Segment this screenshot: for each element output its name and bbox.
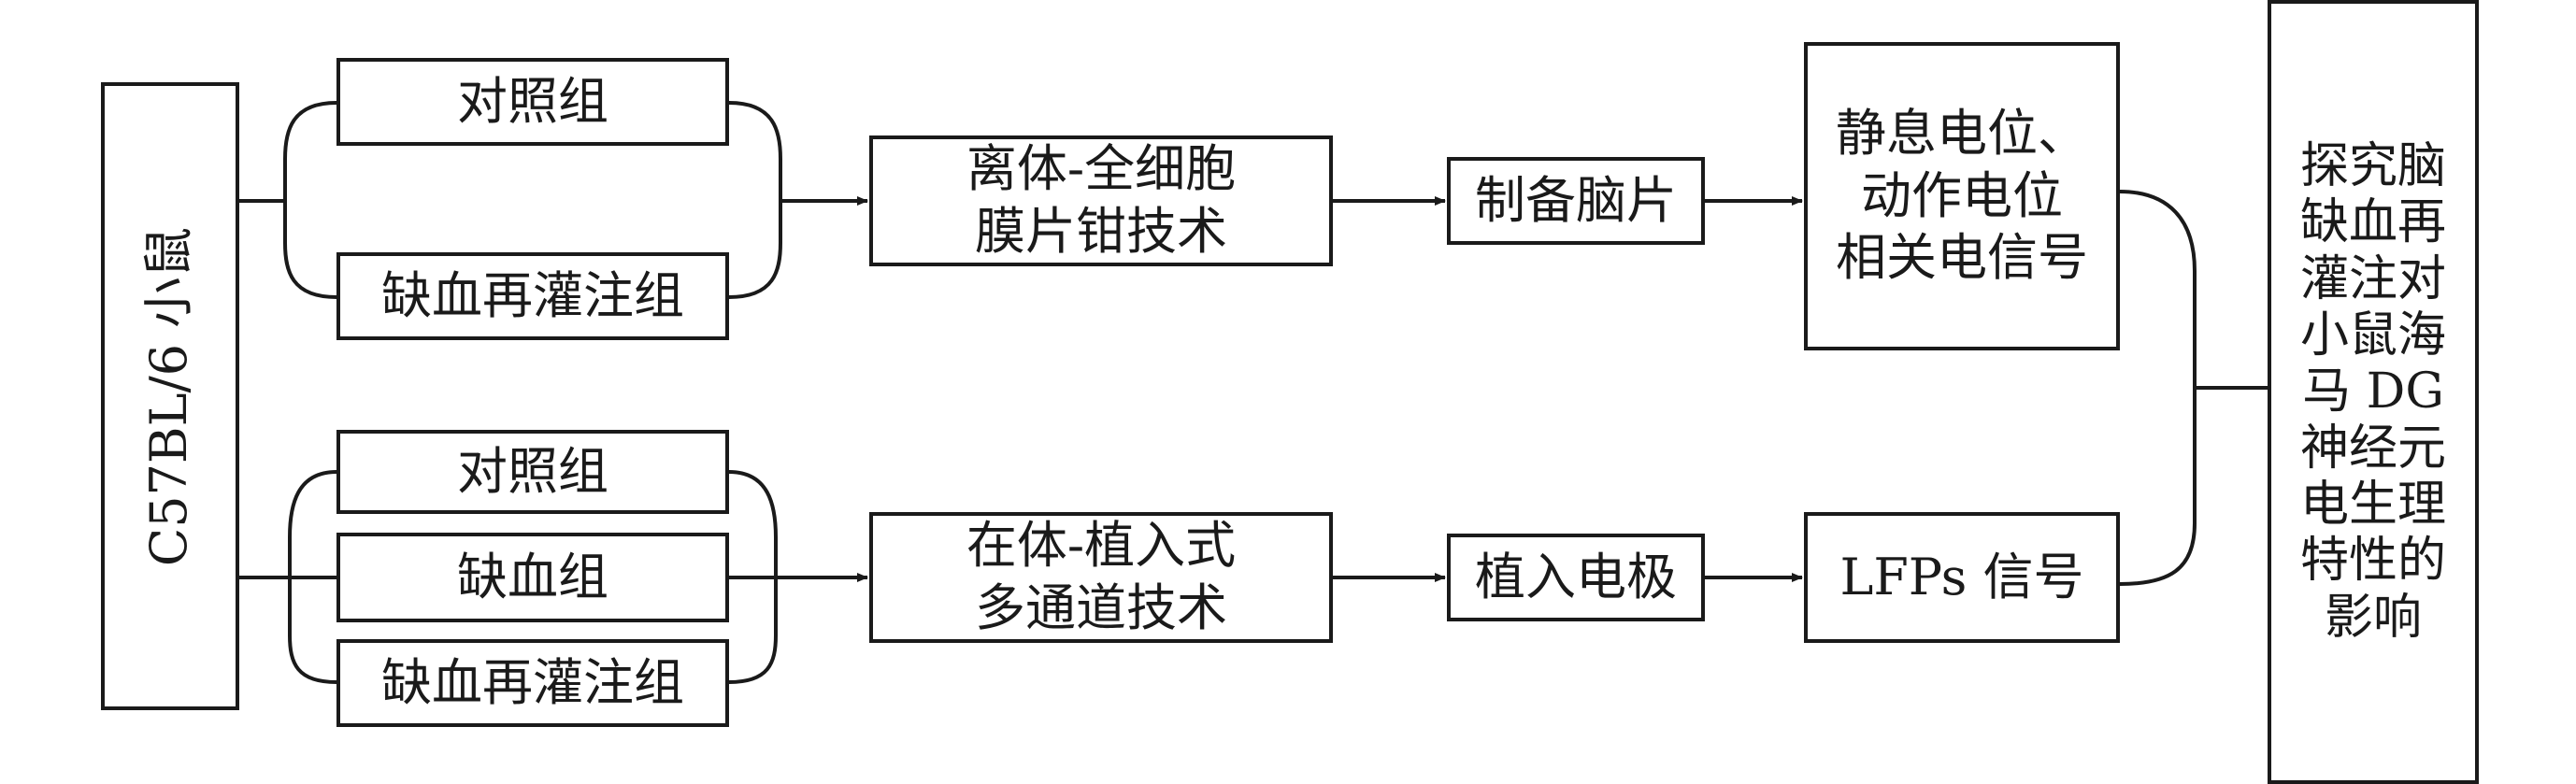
lower-step-box: 植入电极 xyxy=(1447,534,1705,621)
merge-bracket xyxy=(2119,190,2197,586)
upper-technique-box: 离体-全细胞 膜片钳技术 xyxy=(869,135,1333,266)
upper-left-bracket xyxy=(238,101,337,299)
upper-right-bracket xyxy=(728,101,782,299)
lower-left-bracket xyxy=(288,470,337,684)
subject-label: C57BL/6 小鼠 xyxy=(139,226,199,566)
upper-step-box: 制备脑片 xyxy=(1447,157,1705,245)
lower-signal-box: LFPs 信号 xyxy=(1804,512,2120,643)
upper-control-group: 对照组 xyxy=(336,58,729,146)
upper-ischemia-reperfusion-group: 缺血再灌注组 xyxy=(336,252,729,340)
lower-ischemia-reperfusion-group: 缺血再灌注组 xyxy=(336,639,729,727)
lower-control-group: 对照组 xyxy=(336,430,729,514)
lower-technique-box: 在体-植入式 多通道技术 xyxy=(869,512,1333,643)
lower-right-bracket xyxy=(728,470,778,684)
upper-signal-box: 静息电位、 动作电位 相关电信号 xyxy=(1804,42,2120,350)
conclusion-box: 探究脑 缺血再 灌注对 小鼠海 马 DG 神经元 电生理 特性的 影响 xyxy=(2268,0,2479,784)
subject-box: C57BL/6 小鼠 xyxy=(101,82,239,710)
lower-ischemia-group: 缺血组 xyxy=(336,533,729,622)
